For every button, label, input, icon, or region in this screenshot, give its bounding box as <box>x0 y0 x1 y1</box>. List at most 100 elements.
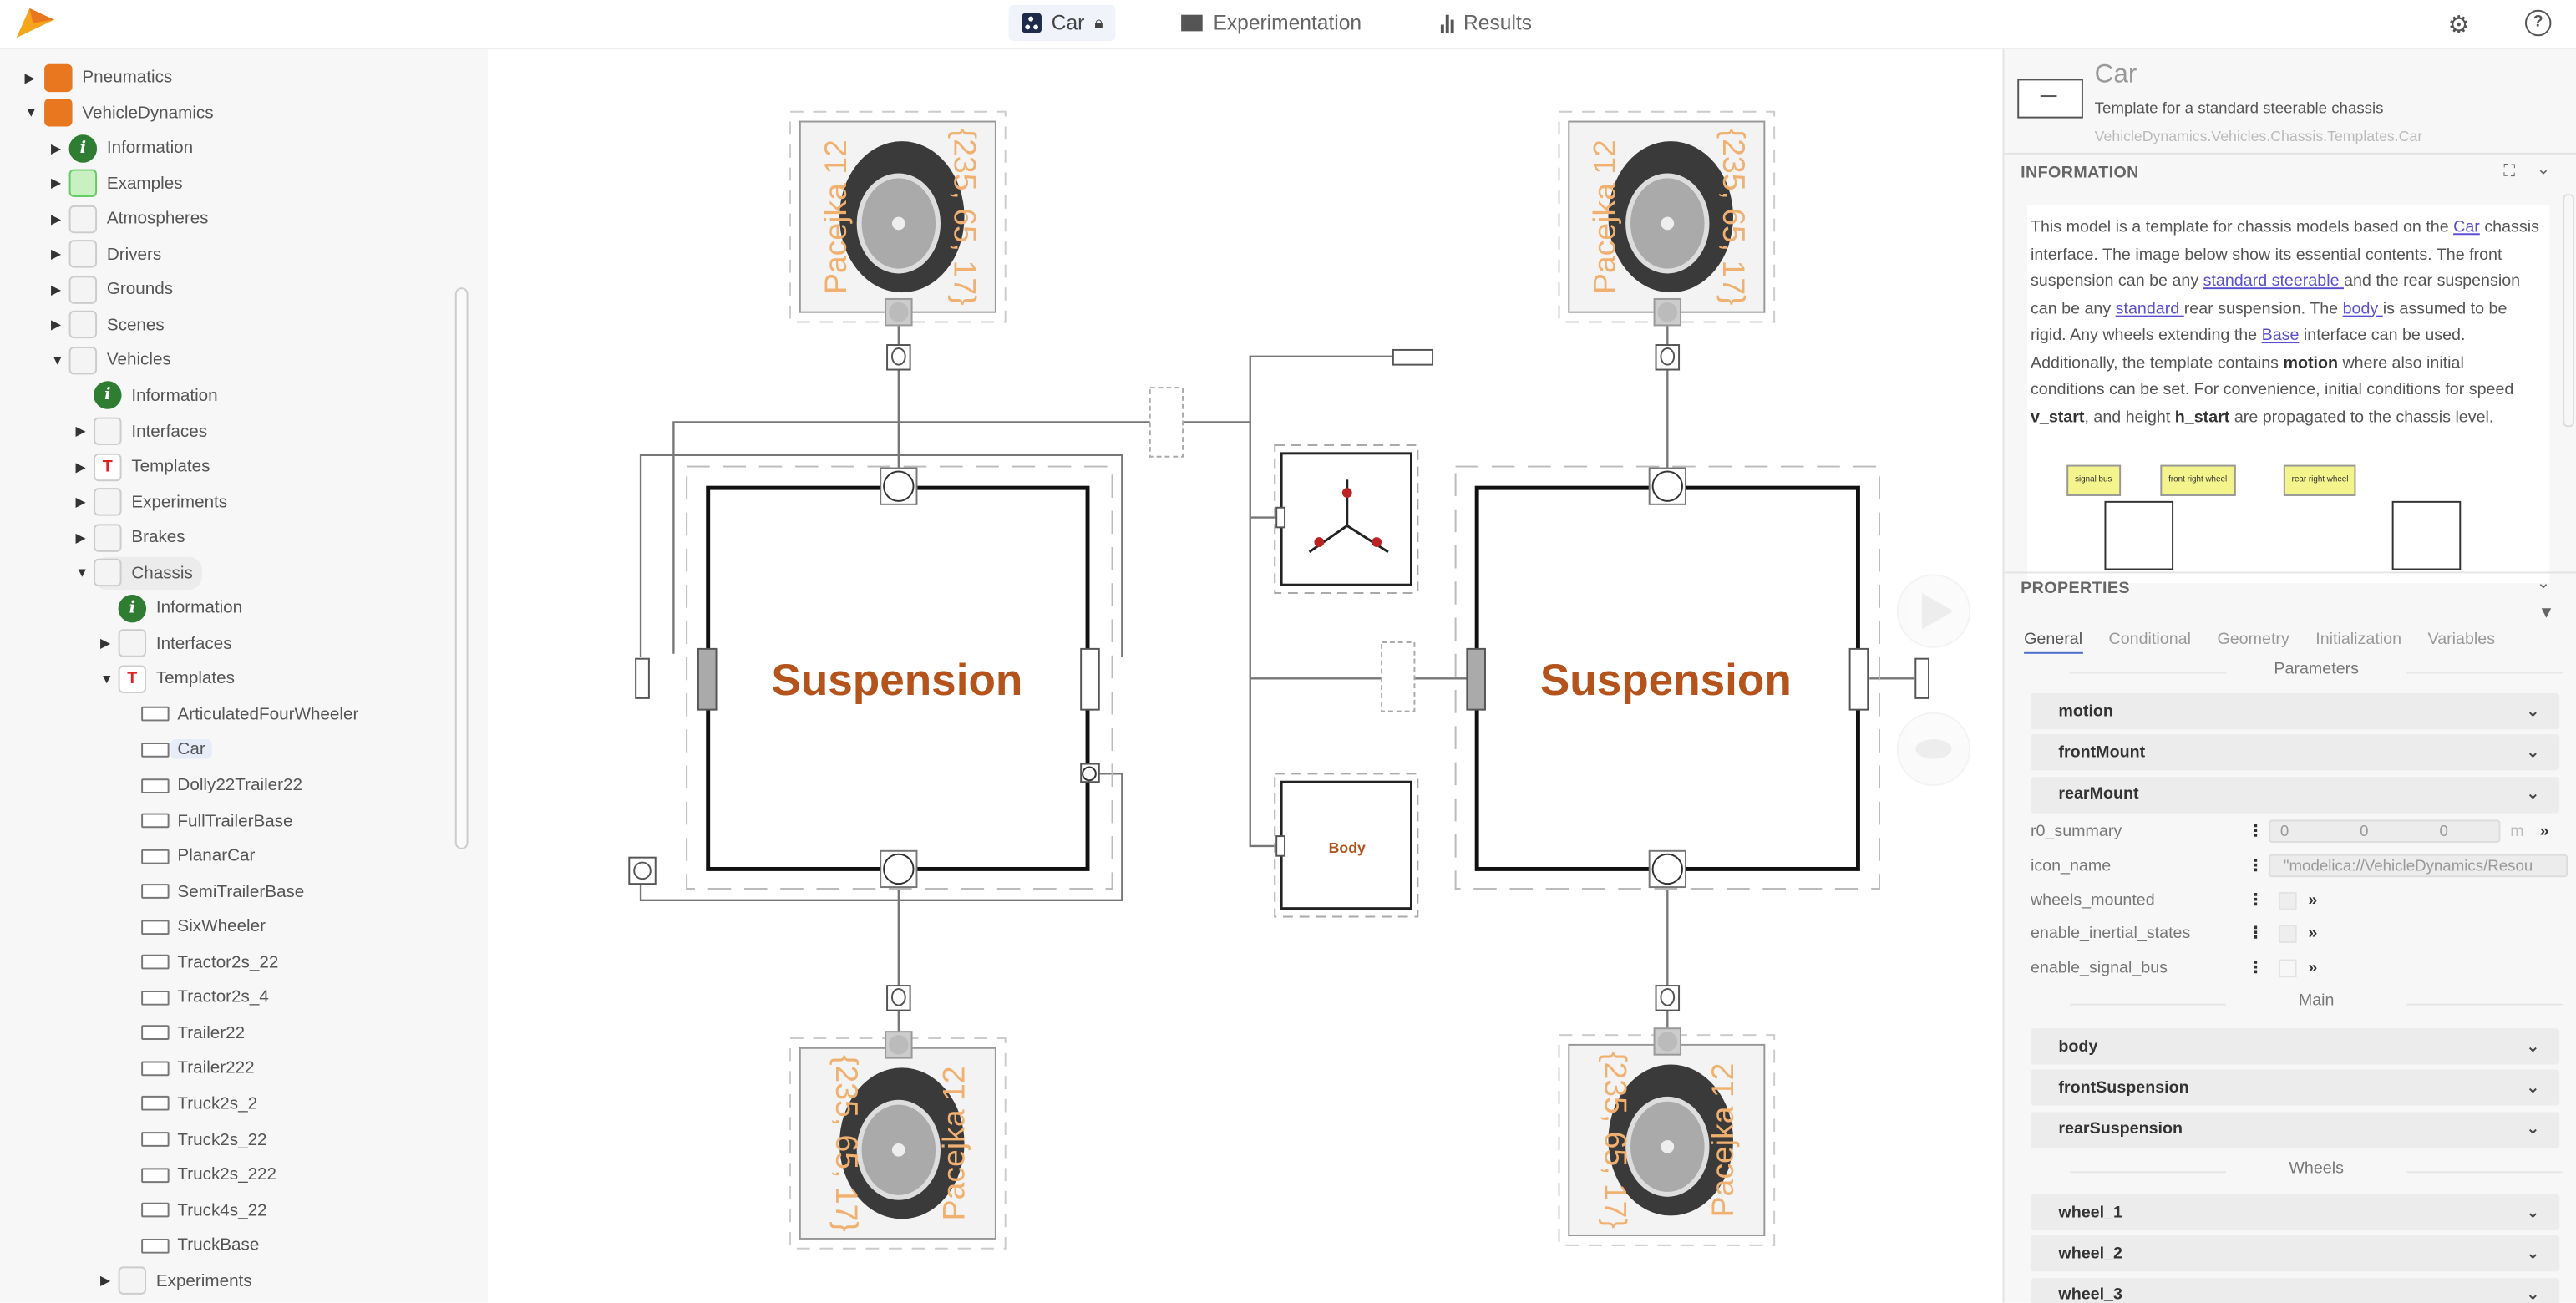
expand-arrow-icon[interactable]: ▶ <box>75 530 86 545</box>
param-menu-icon[interactable]: ⋮ <box>2247 925 2264 943</box>
tree-item-interfaces[interactable]: ▶Interfaces <box>100 627 232 660</box>
expand-arrow-icon[interactable]: ▶ <box>50 140 62 156</box>
tree-item-truck2s_22[interactable]: Truck2s_22 <box>141 1123 267 1155</box>
wheels-mounted-checkbox[interactable] <box>2278 890 2297 910</box>
param-menu-icon[interactable]: ⋮ <box>2247 856 2264 875</box>
group-wheel-1[interactable]: wheel_1⌄ <box>2030 1194 2560 1231</box>
group-frontmount[interactable]: frontMount⌄ <box>2030 734 2560 772</box>
prop-tab-initialization[interactable]: Initialization <box>2315 631 2402 649</box>
tree-item-vehicles[interactable]: ▼Vehicles <box>51 344 171 377</box>
edit-parameter-icon[interactable]: » <box>2308 958 2318 977</box>
icon-name-field[interactable]: "modelica://VehicleDynamics/Resou <box>2269 854 2568 878</box>
rear-suspension[interactable]: Suspension <box>1454 465 1881 890</box>
tree-item-trailer222[interactable]: Trailer222 <box>141 1052 255 1085</box>
view-button[interactable] <box>1896 712 1971 787</box>
group-body[interactable]: body⌄ <box>2030 1028 2560 1065</box>
tree-item-truck2s_222[interactable]: Truck2s_222 <box>141 1159 276 1191</box>
edit-array-icon[interactable]: » <box>2539 822 2549 841</box>
edit-parameter-icon[interactable]: » <box>2308 925 2318 943</box>
collapse-arrow-icon[interactable]: ▼ <box>75 565 89 581</box>
link-standard[interactable]: standard <box>2115 299 2184 318</box>
diagram-canvas[interactable]: Suspension Suspension <box>488 49 2001 1303</box>
prop-tab-general[interactable]: General <box>2024 631 2083 654</box>
tree-item-truck2s_2[interactable]: Truck2s_2 <box>141 1088 257 1120</box>
wheel-front-right[interactable]: Pacejka 12{235, 65, 17} <box>789 1031 1007 1250</box>
info-scrollbar[interactable] <box>2563 194 2574 428</box>
expand-arrow-icon[interactable]: ▶ <box>50 175 62 191</box>
expand-arrow-icon[interactable]: ▶ <box>99 1273 111 1289</box>
expand-icon[interactable]: ⛶ <box>2503 162 2516 181</box>
expand-arrow-icon[interactable]: ▶ <box>50 246 62 262</box>
expand-arrow-icon[interactable]: ▶ <box>75 494 86 510</box>
wheel-rear-left[interactable]: Pacejka 12{235, 65, 17} <box>1558 110 1776 327</box>
link-body[interactable]: body <box>2342 299 2383 318</box>
tree-item-semitrailerbase[interactable]: SemiTrailerBase <box>141 875 304 908</box>
motion-block[interactable] <box>1274 444 1419 594</box>
param-menu-icon[interactable]: ⋮ <box>2247 958 2264 977</box>
tab-results[interactable]: Results <box>1427 5 1545 41</box>
body-block[interactable]: Body <box>1274 773 1419 918</box>
expand-arrow-icon[interactable]: ▶ <box>50 281 62 297</box>
group-rearmount[interactable]: rearMount⌄ <box>2030 776 2560 813</box>
simulate-button[interactable] <box>1896 574 1971 648</box>
tree-item-truck4s_22[interactable]: Truck4s_22 <box>141 1194 267 1226</box>
tree-item-vehicledynamics[interactable]: ▼VehicleDynamics <box>25 96 214 129</box>
tree-item-examples[interactable]: ▶Examples <box>51 167 183 200</box>
link-base[interactable]: Base <box>2261 327 2300 346</box>
group-rearsuspension[interactable]: rearSuspension⌄ <box>2030 1111 2560 1148</box>
tree-item-trailer22[interactable]: Trailer22 <box>141 1017 245 1049</box>
tree-item-car[interactable]: Car <box>141 733 212 766</box>
wheel-rear-right[interactable]: Pacejka 12{235, 65, 17} <box>1558 1027 1776 1246</box>
prop-tab-conditional[interactable]: Conditional <box>2108 631 2191 649</box>
tab-model[interactable]: Car 🔒︎ <box>1008 4 1117 42</box>
tree-item-experiments[interactable]: ▶Experiments <box>75 485 227 518</box>
link-standard-steerable[interactable]: standard steerable <box>2203 272 2345 292</box>
group-wheel-2[interactable]: wheel_2⌄ <box>2030 1235 2560 1272</box>
expand-arrow-icon[interactable]: ▶ <box>24 69 35 85</box>
tree-item-fulltrailerbase[interactable]: FullTrailerBase <box>141 804 293 837</box>
enable-inertial-states-checkbox[interactable] <box>2278 925 2297 943</box>
tree-item-sixwheeler[interactable]: SixWheeler <box>141 910 266 943</box>
expand-arrow-icon[interactable]: ▶ <box>75 423 86 439</box>
r0-summary-field[interactable]: 0 0 0 <box>2269 819 2501 843</box>
tree-item-atmospheres[interactable]: ▶Atmospheres <box>51 202 209 235</box>
filter-icon[interactable]: ▼ <box>2538 604 2555 623</box>
collapse-arrow-icon[interactable]: ▼ <box>99 672 114 687</box>
prop-tab-variables[interactable]: Variables <box>2427 631 2496 649</box>
collapse-properties-chevron-icon[interactable]: ⌄ <box>2536 575 2551 594</box>
tree-item-truckbase[interactable]: TruckBase <box>141 1229 259 1261</box>
link-car[interactable]: Car <box>2453 218 2480 237</box>
tab-experimentation[interactable]: Experimentation <box>1169 5 1374 41</box>
param-menu-icon[interactable]: ⋮ <box>2247 822 2264 841</box>
tree-item-brakes[interactable]: ▶Brakes <box>75 521 185 554</box>
param-menu-icon[interactable]: ⋮ <box>2247 890 2264 910</box>
tree-scrollbar[interactable] <box>454 287 469 849</box>
collapse-arrow-icon[interactable]: ▼ <box>50 352 64 368</box>
prop-tab-geometry[interactable]: Geometry <box>2217 631 2289 649</box>
tree-item-tractor2s_4[interactable]: Tractor2s_4 <box>141 981 269 1014</box>
front-suspension[interactable]: Suspension <box>686 465 1113 890</box>
enable-signal-bus-checkbox[interactable] <box>2278 958 2297 977</box>
wheel-front-left[interactable]: Pacejka 12{235, 65, 17} <box>789 110 1007 327</box>
tree-item-grounds[interactable]: ▶Grounds <box>51 273 173 306</box>
tree-item-experiments[interactable]: ▶Experiments <box>100 1265 252 1297</box>
expand-arrow-icon[interactable]: ▶ <box>75 459 86 474</box>
tree-item-scenes[interactable]: ▶Scenes <box>51 308 165 341</box>
expand-arrow-icon[interactable]: ▶ <box>99 636 111 652</box>
collapse-info-chevron-icon[interactable]: ⌄ <box>2536 160 2551 180</box>
tree-item-chassis[interactable]: ▼Chassis <box>75 556 203 590</box>
group-motion[interactable]: motion⌄ <box>2030 692 2560 730</box>
tree-item-interfaces[interactable]: ▶Interfaces <box>75 415 207 448</box>
group-wheel-3[interactable]: wheel_3⌄ <box>2030 1277 2560 1303</box>
app-logo-icon[interactable] <box>13 5 56 41</box>
tree-item-pneumatics[interactable]: ▶Pneumatics <box>25 61 172 94</box>
tree-item-articulatedfourwheeler[interactable]: ArticulatedFourWheeler <box>141 698 358 731</box>
tree-item-planarcar[interactable]: PlanarCar <box>141 839 255 872</box>
edit-parameter-icon[interactable]: » <box>2308 890 2318 910</box>
tree-item-dolly22trailer22[interactable]: Dolly22Trailer22 <box>141 768 302 801</box>
tree-item-tractor2s_22[interactable]: Tractor2s_22 <box>141 946 278 978</box>
